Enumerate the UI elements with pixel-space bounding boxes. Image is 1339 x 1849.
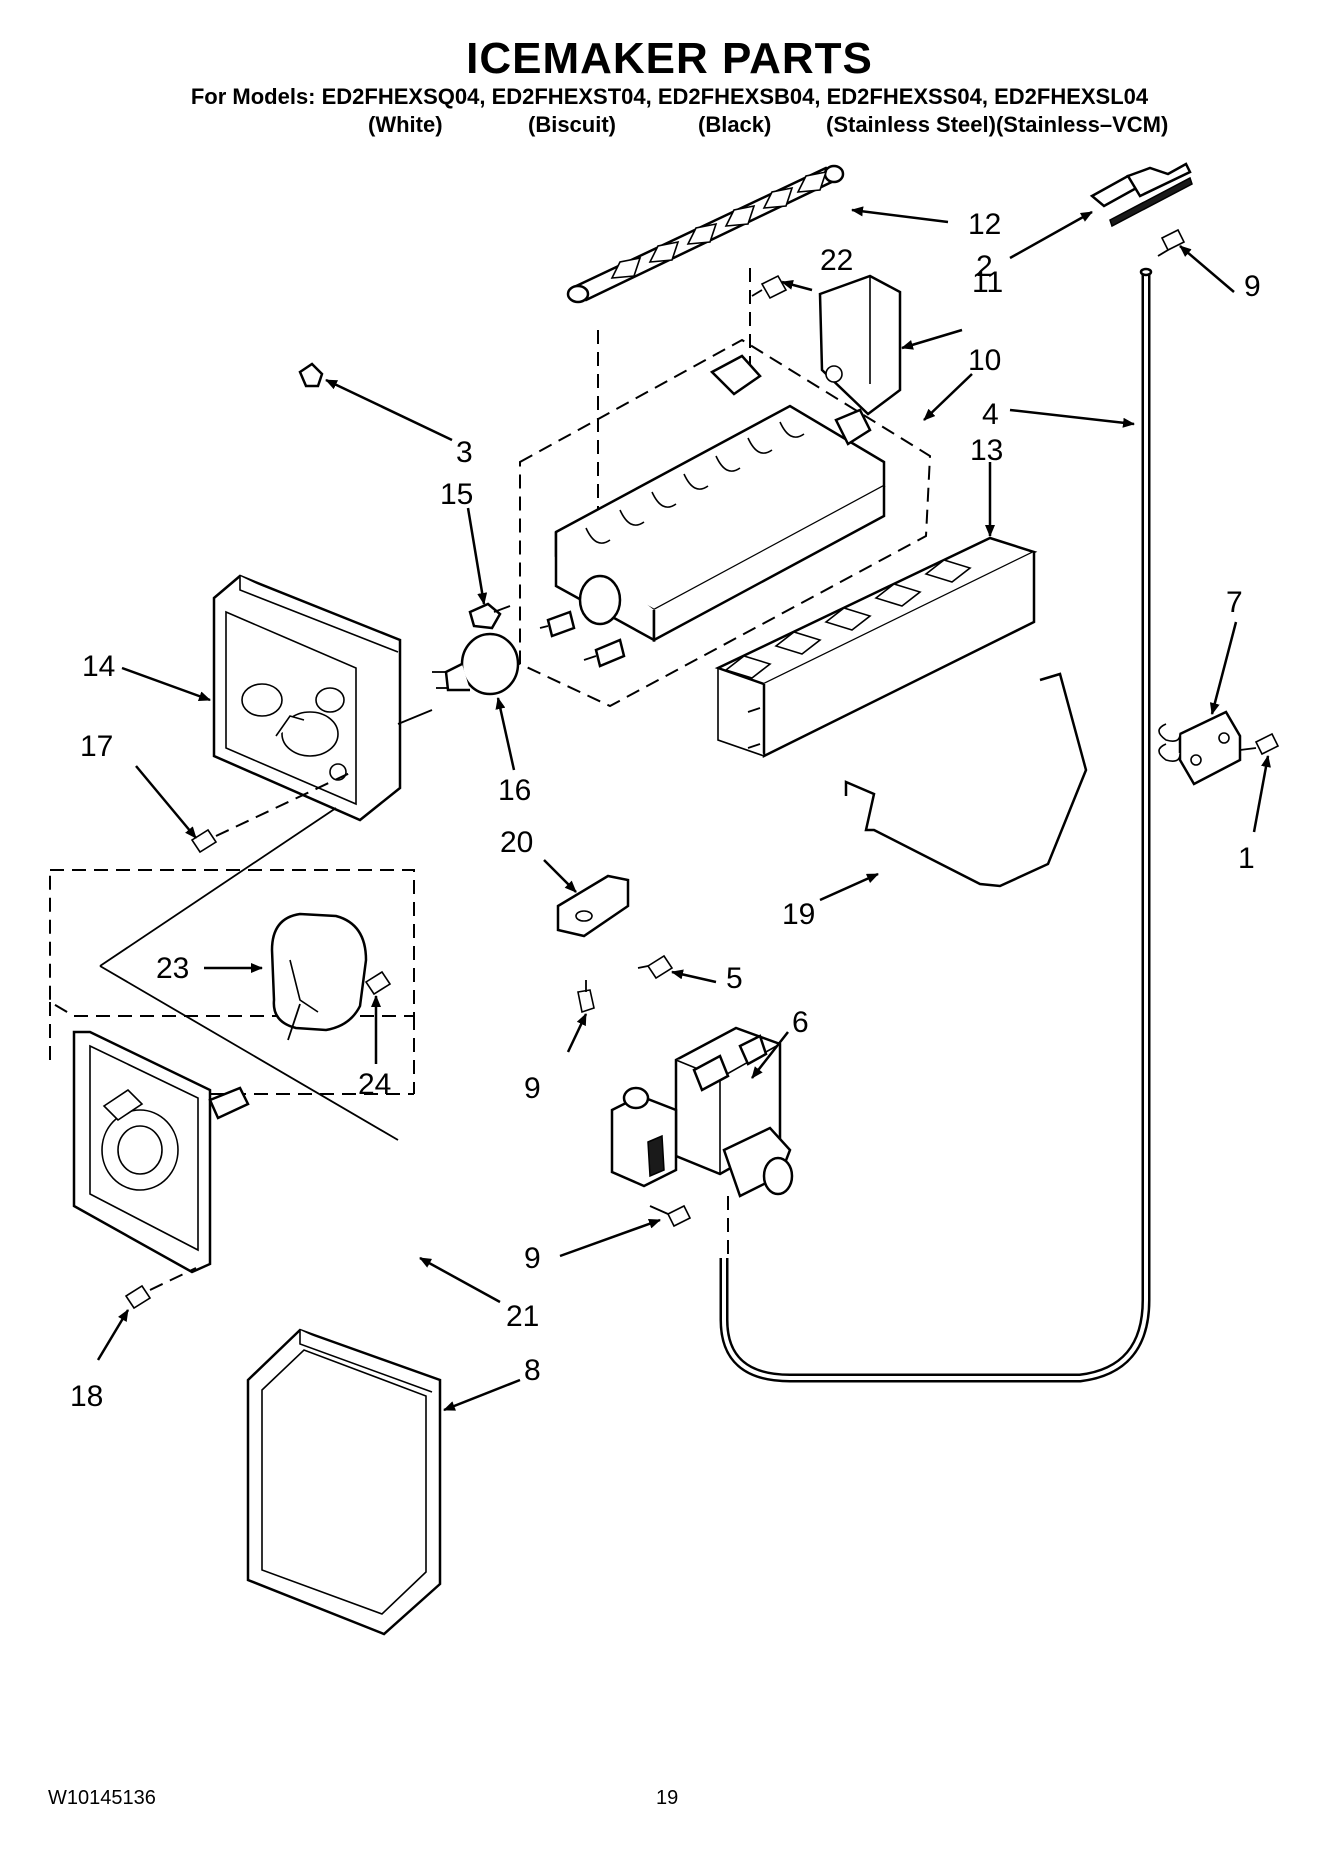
part-19-wire <box>844 672 1088 888</box>
part-13-ejector <box>714 536 1038 759</box>
screw-1 <box>1239 732 1280 756</box>
callout-5: 5 <box>726 962 743 995</box>
callout-15: 15 <box>440 478 473 511</box>
screw-22 <box>751 274 788 300</box>
page-number: 19 <box>656 1787 679 1809</box>
screw-5 <box>637 954 674 980</box>
screw-18 <box>124 1267 197 1310</box>
screw-9-low <box>649 1204 692 1228</box>
part-10-ice-mold <box>539 354 886 668</box>
part-14-module <box>212 574 433 822</box>
document-number: W10145136 <box>48 1787 156 1809</box>
callout-11: 11 <box>972 266 1003 299</box>
callout-6: 6 <box>792 1006 809 1039</box>
variant-biscuit: (Biscuit) <box>528 112 616 137</box>
callout-3: 3 <box>456 436 473 469</box>
callout-9-low: 9 <box>524 1242 541 1275</box>
callout-1: 1 <box>1238 842 1255 875</box>
callout-4: 4 <box>982 398 999 431</box>
part-21-housing <box>72 1030 250 1274</box>
callout-9-mid: 9 <box>524 1072 541 1105</box>
callout-18: 18 <box>70 1380 103 1413</box>
callout-10: 10 <box>968 344 1001 377</box>
page-title: ICEMAKER PARTS <box>466 34 873 83</box>
callout-7: 7 <box>1226 586 1243 619</box>
callout-2: 2 <box>976 250 993 283</box>
callout-20: 20 <box>500 826 533 859</box>
part-10-box <box>519 338 932 708</box>
callout-23: 23 <box>156 952 189 985</box>
part-15-clip <box>468 602 511 630</box>
callout-19: 19 <box>782 898 815 931</box>
variant-white: (White) <box>368 112 443 137</box>
part-7-bracket <box>1158 710 1242 786</box>
leader-lines <box>96 206 1271 1412</box>
part-2-bracket <box>1089 162 1193 228</box>
variant-black: (Black) <box>698 112 772 137</box>
screw-17 <box>190 771 353 854</box>
variant-stainless: (Stainless Steel)(Stainless–VCM) <box>826 112 1169 137</box>
part-23-motor <box>270 912 368 1041</box>
callout-22: 22 <box>820 244 853 277</box>
callout-9-top: 9 <box>1244 270 1261 303</box>
part-6-water-valve <box>610 1026 794 1260</box>
part-11-cover <box>818 274 902 416</box>
part-12-ice-stripper <box>566 164 845 304</box>
callout-8: 8 <box>524 1354 541 1387</box>
callout-14: 14 <box>82 650 115 683</box>
part-20-cover <box>556 874 630 938</box>
callout-numbers: 12 2 9 22 11 10 4 13 3 15 16 14 17 7 1 2… <box>70 208 1261 1413</box>
callout-21: 21 <box>506 1300 539 1333</box>
screw-24 <box>364 970 392 996</box>
callout-12: 12 <box>968 208 1001 241</box>
part-16-thermostat <box>432 632 520 696</box>
callout-13: 13 <box>970 434 1003 467</box>
screw-9-mid <box>577 980 595 1014</box>
callout-16: 16 <box>498 774 531 807</box>
callout-24: 24 <box>358 1068 391 1101</box>
callout-17: 17 <box>80 730 113 763</box>
part-8-cover <box>246 1328 442 1636</box>
part-3-clip <box>298 362 324 388</box>
screw-9-top <box>1157 228 1186 257</box>
model-list: For Models: ED2FHEXSQ04, ED2FHEXST04, ED… <box>190 84 1149 109</box>
